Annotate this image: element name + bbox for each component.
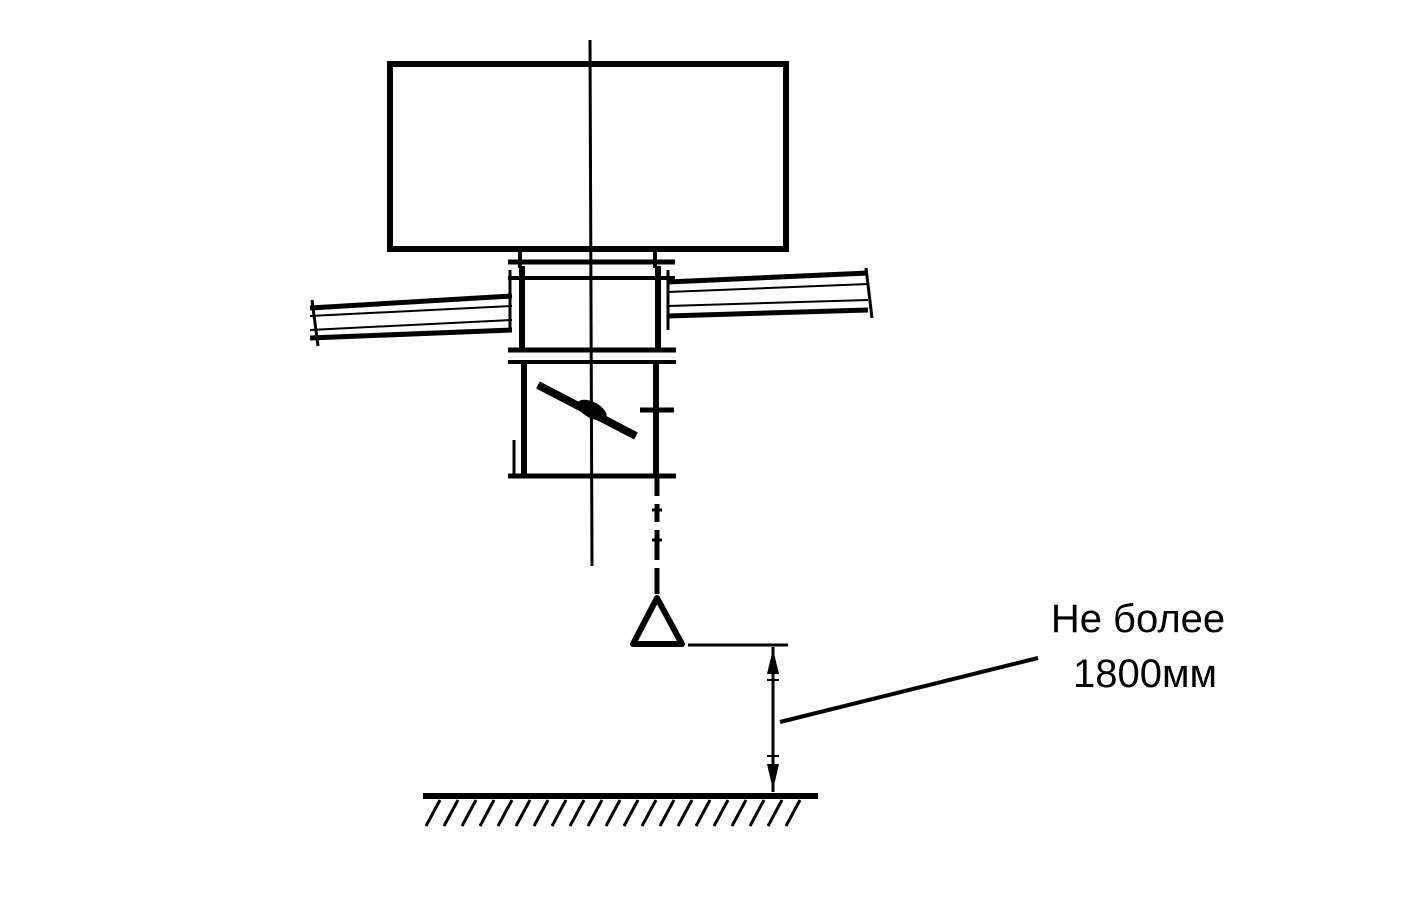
floor-hatch-mark bbox=[694, 799, 712, 827]
floor-hatching bbox=[424, 799, 802, 827]
floor-hatch-mark bbox=[784, 799, 802, 827]
floor-hatch-mark bbox=[676, 799, 694, 827]
floor-hatch-mark bbox=[424, 799, 442, 827]
actuator-housing bbox=[387, 61, 789, 252]
floor-hatch-mark bbox=[442, 799, 460, 827]
floor-hatch-mark bbox=[568, 799, 586, 827]
floor-hatch-mark bbox=[532, 799, 550, 827]
leader-line bbox=[779, 656, 1039, 724]
lower-flange bbox=[508, 347, 676, 364]
damper-blade bbox=[536, 381, 638, 440]
upper-flange bbox=[508, 259, 675, 280]
floor-hatch-mark bbox=[712, 799, 730, 827]
height-dimension bbox=[767, 647, 779, 792]
floor-hatch-mark bbox=[550, 799, 568, 827]
floor-hatch-mark bbox=[478, 799, 496, 827]
height-limit-label-line1: Не более bbox=[1050, 597, 1226, 641]
floor-hatch-mark bbox=[766, 799, 784, 827]
floor-hatch-mark bbox=[658, 799, 676, 827]
floor-hatch-mark bbox=[748, 799, 766, 827]
floor-hatch-mark bbox=[496, 799, 514, 827]
valve-body bbox=[508, 250, 670, 350]
floor-hatch-mark bbox=[622, 799, 640, 827]
right-pipe bbox=[667, 267, 874, 319]
floor-hatch-mark bbox=[460, 799, 478, 827]
floor-hatch-mark bbox=[730, 799, 748, 827]
floor-hatch-mark bbox=[640, 799, 658, 827]
floor-hatch-mark bbox=[514, 799, 532, 827]
damper-housing bbox=[508, 362, 676, 479]
chain-rod bbox=[652, 478, 662, 594]
centerline bbox=[588, 39, 594, 567]
left-pipe bbox=[309, 293, 513, 347]
floor bbox=[423, 793, 818, 827]
floor-hatch-mark bbox=[604, 799, 622, 827]
floor-hatch-mark bbox=[586, 799, 604, 827]
triangle-handle bbox=[630, 595, 685, 647]
height-limit-label-line2: 1800мм bbox=[1073, 652, 1217, 696]
